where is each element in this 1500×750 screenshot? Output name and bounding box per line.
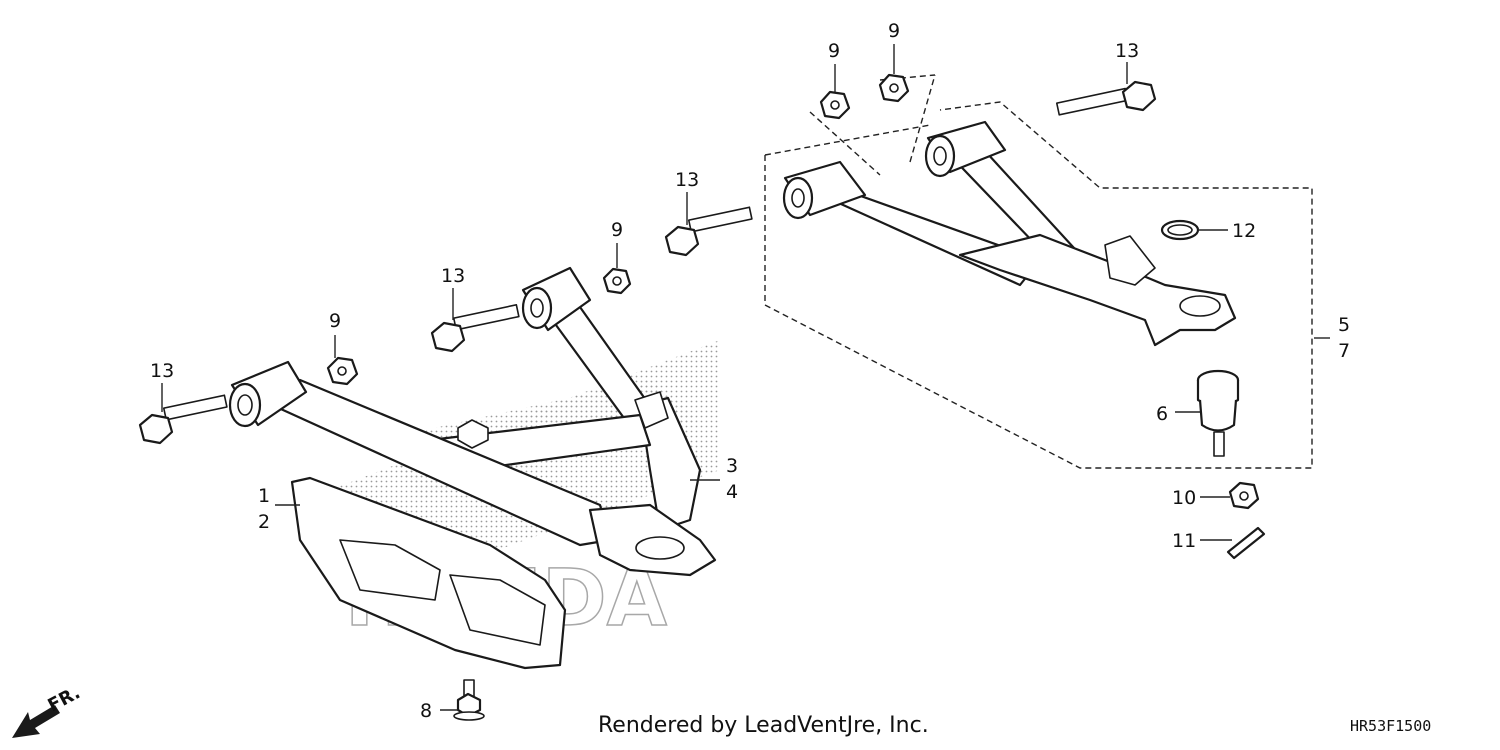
bolt-left-front: [138, 394, 228, 445]
diagram-code: HR53F1500: [1350, 717, 1431, 735]
lower-arm: [228, 266, 717, 577]
callout-2: 2: [258, 511, 270, 533]
callout-13-right-rear: 13: [1115, 40, 1139, 62]
callout-10: 10: [1172, 487, 1196, 509]
cotter-pin: [1226, 526, 1266, 560]
callout-9-left-front: 9: [329, 310, 341, 332]
nut-left-rear: [602, 267, 632, 295]
callout-1: 1: [258, 485, 270, 507]
ball-joint: [1196, 369, 1240, 457]
nut-left-front: [326, 356, 359, 386]
bolt-left-rear: [430, 304, 520, 353]
callout-7: 7: [1338, 340, 1350, 362]
callout-5: 5: [1338, 314, 1350, 336]
bolt-right-front: [664, 206, 753, 257]
callout-9-left-rear: 9: [611, 219, 623, 241]
callout-13-left-rear: 13: [441, 265, 465, 287]
callout-labels: 1 2 3 4 5 6 7 8 9 9 9 9 10 11 12 13 13 1…: [150, 20, 1350, 722]
upper-arm-box: [764, 74, 1313, 469]
skid-plate: [290, 476, 567, 670]
callout-13-left-front: 13: [150, 360, 174, 382]
circlip: [1160, 219, 1200, 241]
callout-12: 12: [1232, 220, 1256, 242]
callout-13-right-front: 13: [675, 169, 699, 191]
callout-8: 8: [420, 700, 432, 722]
nut-right-front: [819, 90, 851, 120]
callout-11: 11: [1172, 530, 1196, 552]
bolt-right-rear: [1055, 80, 1157, 116]
direction-arrow: FR.: [12, 682, 84, 738]
screw-8: [453, 679, 485, 721]
callout-9-right-front: 9: [828, 40, 840, 62]
upper-arm: [782, 120, 1237, 347]
leader-lines: [161, 44, 1330, 711]
footer-credit: Rendered by LeadVentJre, Inc.: [598, 713, 929, 738]
callout-9-right-rear: 9: [888, 20, 900, 42]
callout-6: 6: [1156, 403, 1168, 425]
castle-nut: [1228, 481, 1260, 510]
nut-right-rear: [878, 73, 910, 103]
callout-3: 3: [726, 455, 738, 477]
callout-4: 4: [726, 481, 738, 503]
